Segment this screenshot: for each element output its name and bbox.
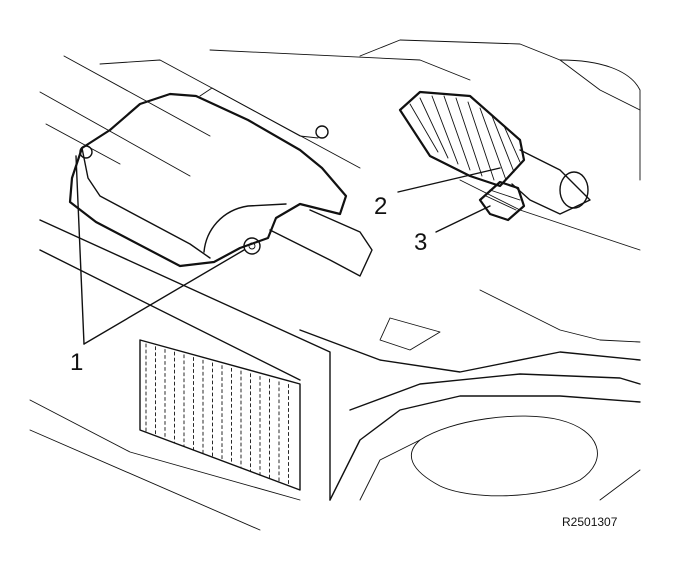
leader-line-1b	[83, 249, 245, 345]
callout-label-2: 2	[374, 193, 387, 220]
headlight-assembly	[329, 289, 641, 501]
leader-line-1a	[75, 155, 85, 345]
figure-reference-code: R2501307	[562, 515, 618, 529]
leader-line-2	[397, 167, 501, 193]
leader-line-3	[435, 205, 491, 233]
engine-bay-structure	[29, 39, 641, 531]
callout-label-3: 3	[414, 229, 427, 256]
callout-label-1: 1	[70, 349, 83, 376]
air-filter-housing	[68, 87, 373, 277]
grille-mesh	[139, 339, 301, 491]
intake-bellows	[398, 90, 591, 222]
callout-leaders	[75, 155, 501, 345]
